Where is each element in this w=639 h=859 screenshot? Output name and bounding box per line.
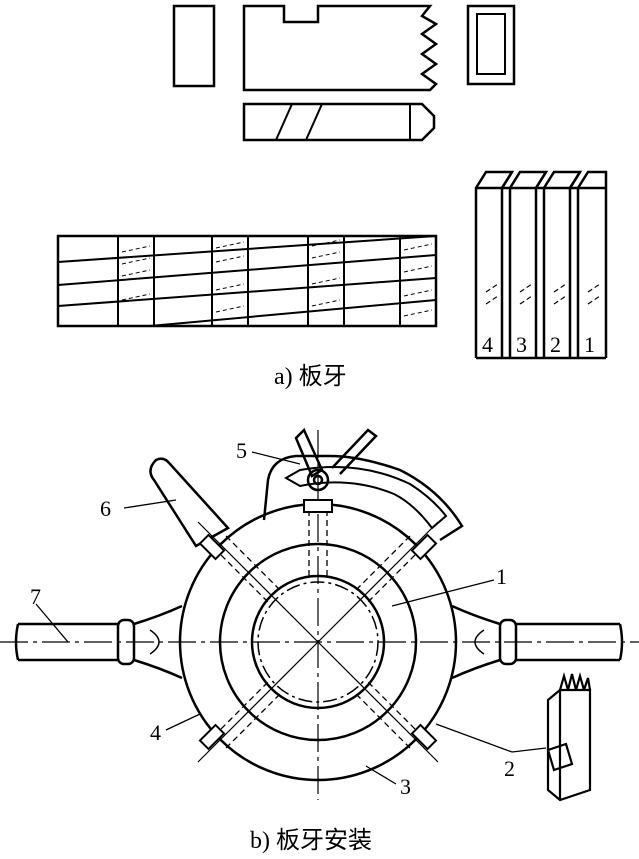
die-insert-2 [546,671,592,802]
die-number-3: 3 [516,332,527,357]
die-thread-strip [56,234,438,328]
die-views [172,4,516,142]
die-end-view [172,4,216,88]
callout-6: 6 [100,496,111,521]
callout-5: 5 [236,438,247,463]
caption-a: a) 板牙 [274,363,347,390]
lever-6 [149,457,230,548]
die-side-view-outer [466,4,516,86]
die-top-view [242,102,436,142]
die-front-view [242,4,439,92]
caption-b: b) 板牙安装 [250,827,372,854]
callout-4: 4 [150,720,161,745]
callout-2: 2 [504,756,515,781]
callout-7: 7 [30,584,41,609]
die-set-blocks: 4 3 2 1 [474,170,608,360]
callout-3: 3 [400,774,411,799]
callout-1: 1 [496,564,507,589]
die-stock-assembly: 5 6 7 1 4 2 3 [0,427,639,802]
adjusting-slot [283,466,448,530]
die-number-2: 2 [550,332,561,357]
die-number-4: 4 [482,332,493,357]
die-stock-housing-top [262,454,464,542]
die-side-view-inner [476,13,506,75]
die-number-1: 1 [584,332,595,357]
